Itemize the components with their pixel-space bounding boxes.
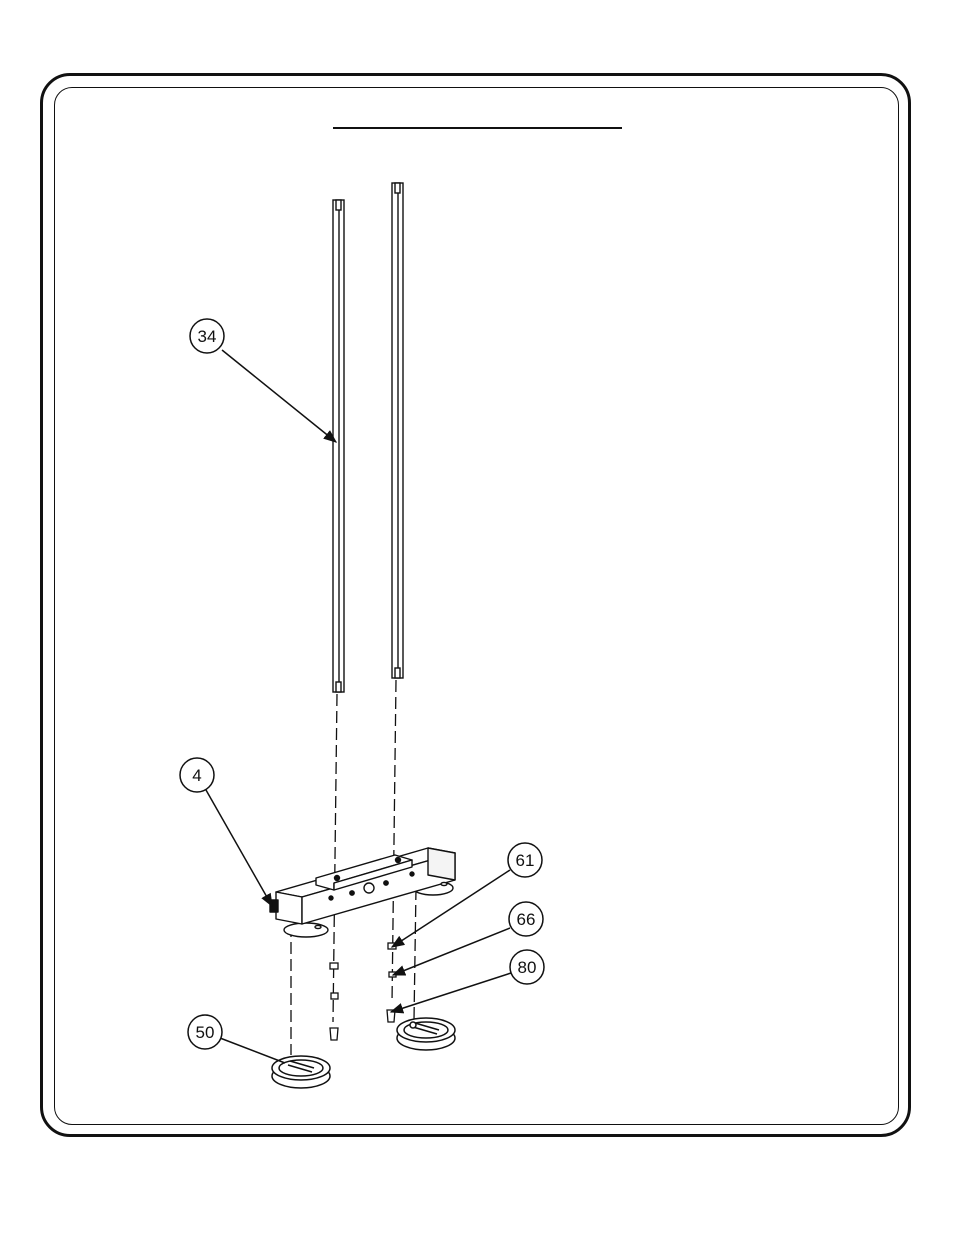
callout-80-label: 80 — [518, 958, 537, 977]
foot-pad-right — [397, 1018, 455, 1050]
leader-80 — [391, 973, 511, 1012]
callout-61: 61 — [508, 843, 542, 877]
leader-50 — [220, 1038, 285, 1063]
callout-66: 66 — [509, 902, 543, 936]
leader-34 — [222, 350, 336, 442]
leader-lines — [206, 350, 511, 1063]
callout-50: 50 — [188, 1015, 222, 1049]
callout-4: 4 — [180, 758, 214, 792]
callout-50-label: 50 — [196, 1023, 215, 1042]
callout-34-label: 34 — [198, 327, 217, 346]
upright-tube-left — [333, 200, 344, 692]
callout-66-label: 66 — [517, 910, 536, 929]
upright-tube-right — [392, 183, 403, 678]
callout-80: 80 — [510, 950, 544, 984]
leader-4 — [206, 790, 272, 906]
callout-4-label: 4 — [192, 766, 201, 785]
callout-61-label: 61 — [516, 851, 535, 870]
callout-34: 34 — [190, 319, 224, 353]
